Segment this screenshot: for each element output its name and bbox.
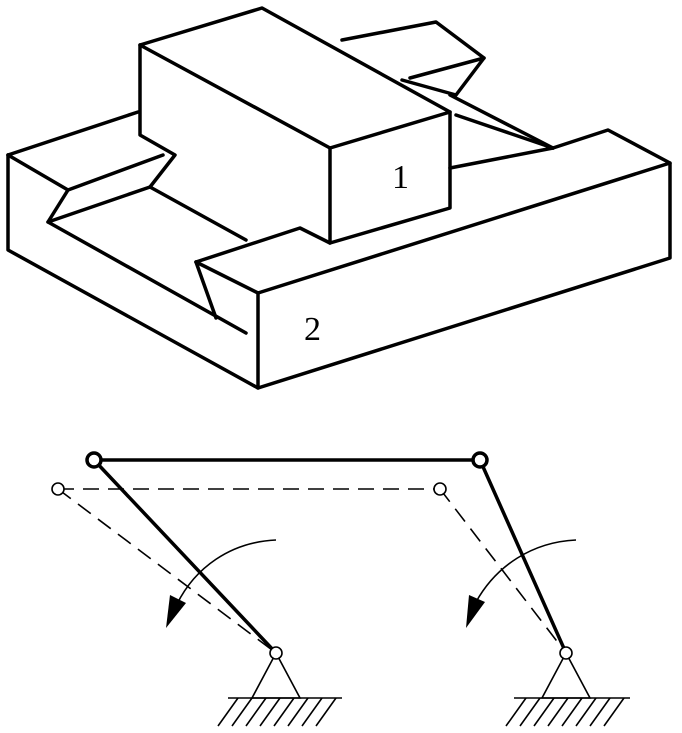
dashed-joint-left: [51, 482, 65, 496]
solid-linkage-position: [92, 458, 568, 655]
slider-part-1: [138, 6, 486, 245]
base-part-2: [6, 93, 672, 390]
four-bar-linkage: [51, 451, 630, 727]
rotation-arrow-icon: [166, 539, 277, 628]
dashed-linkage-position: [57, 488, 567, 654]
dashed-joint-right: [433, 482, 447, 496]
solid-joint-right: [471, 451, 489, 469]
fixed-pivot-icon: [540, 646, 592, 699]
dovetail-assembly: [6, 6, 672, 390]
solid-joint-left: [85, 451, 103, 469]
rotation-arrow-icon: [466, 539, 577, 628]
fixed-pivot-icon: [250, 646, 302, 699]
part-label-1: 1: [392, 159, 409, 196]
ground-hatch-icon: [217, 697, 342, 727]
ground-hatch-icon: [505, 697, 630, 727]
part-label-2: 2: [304, 311, 321, 348]
